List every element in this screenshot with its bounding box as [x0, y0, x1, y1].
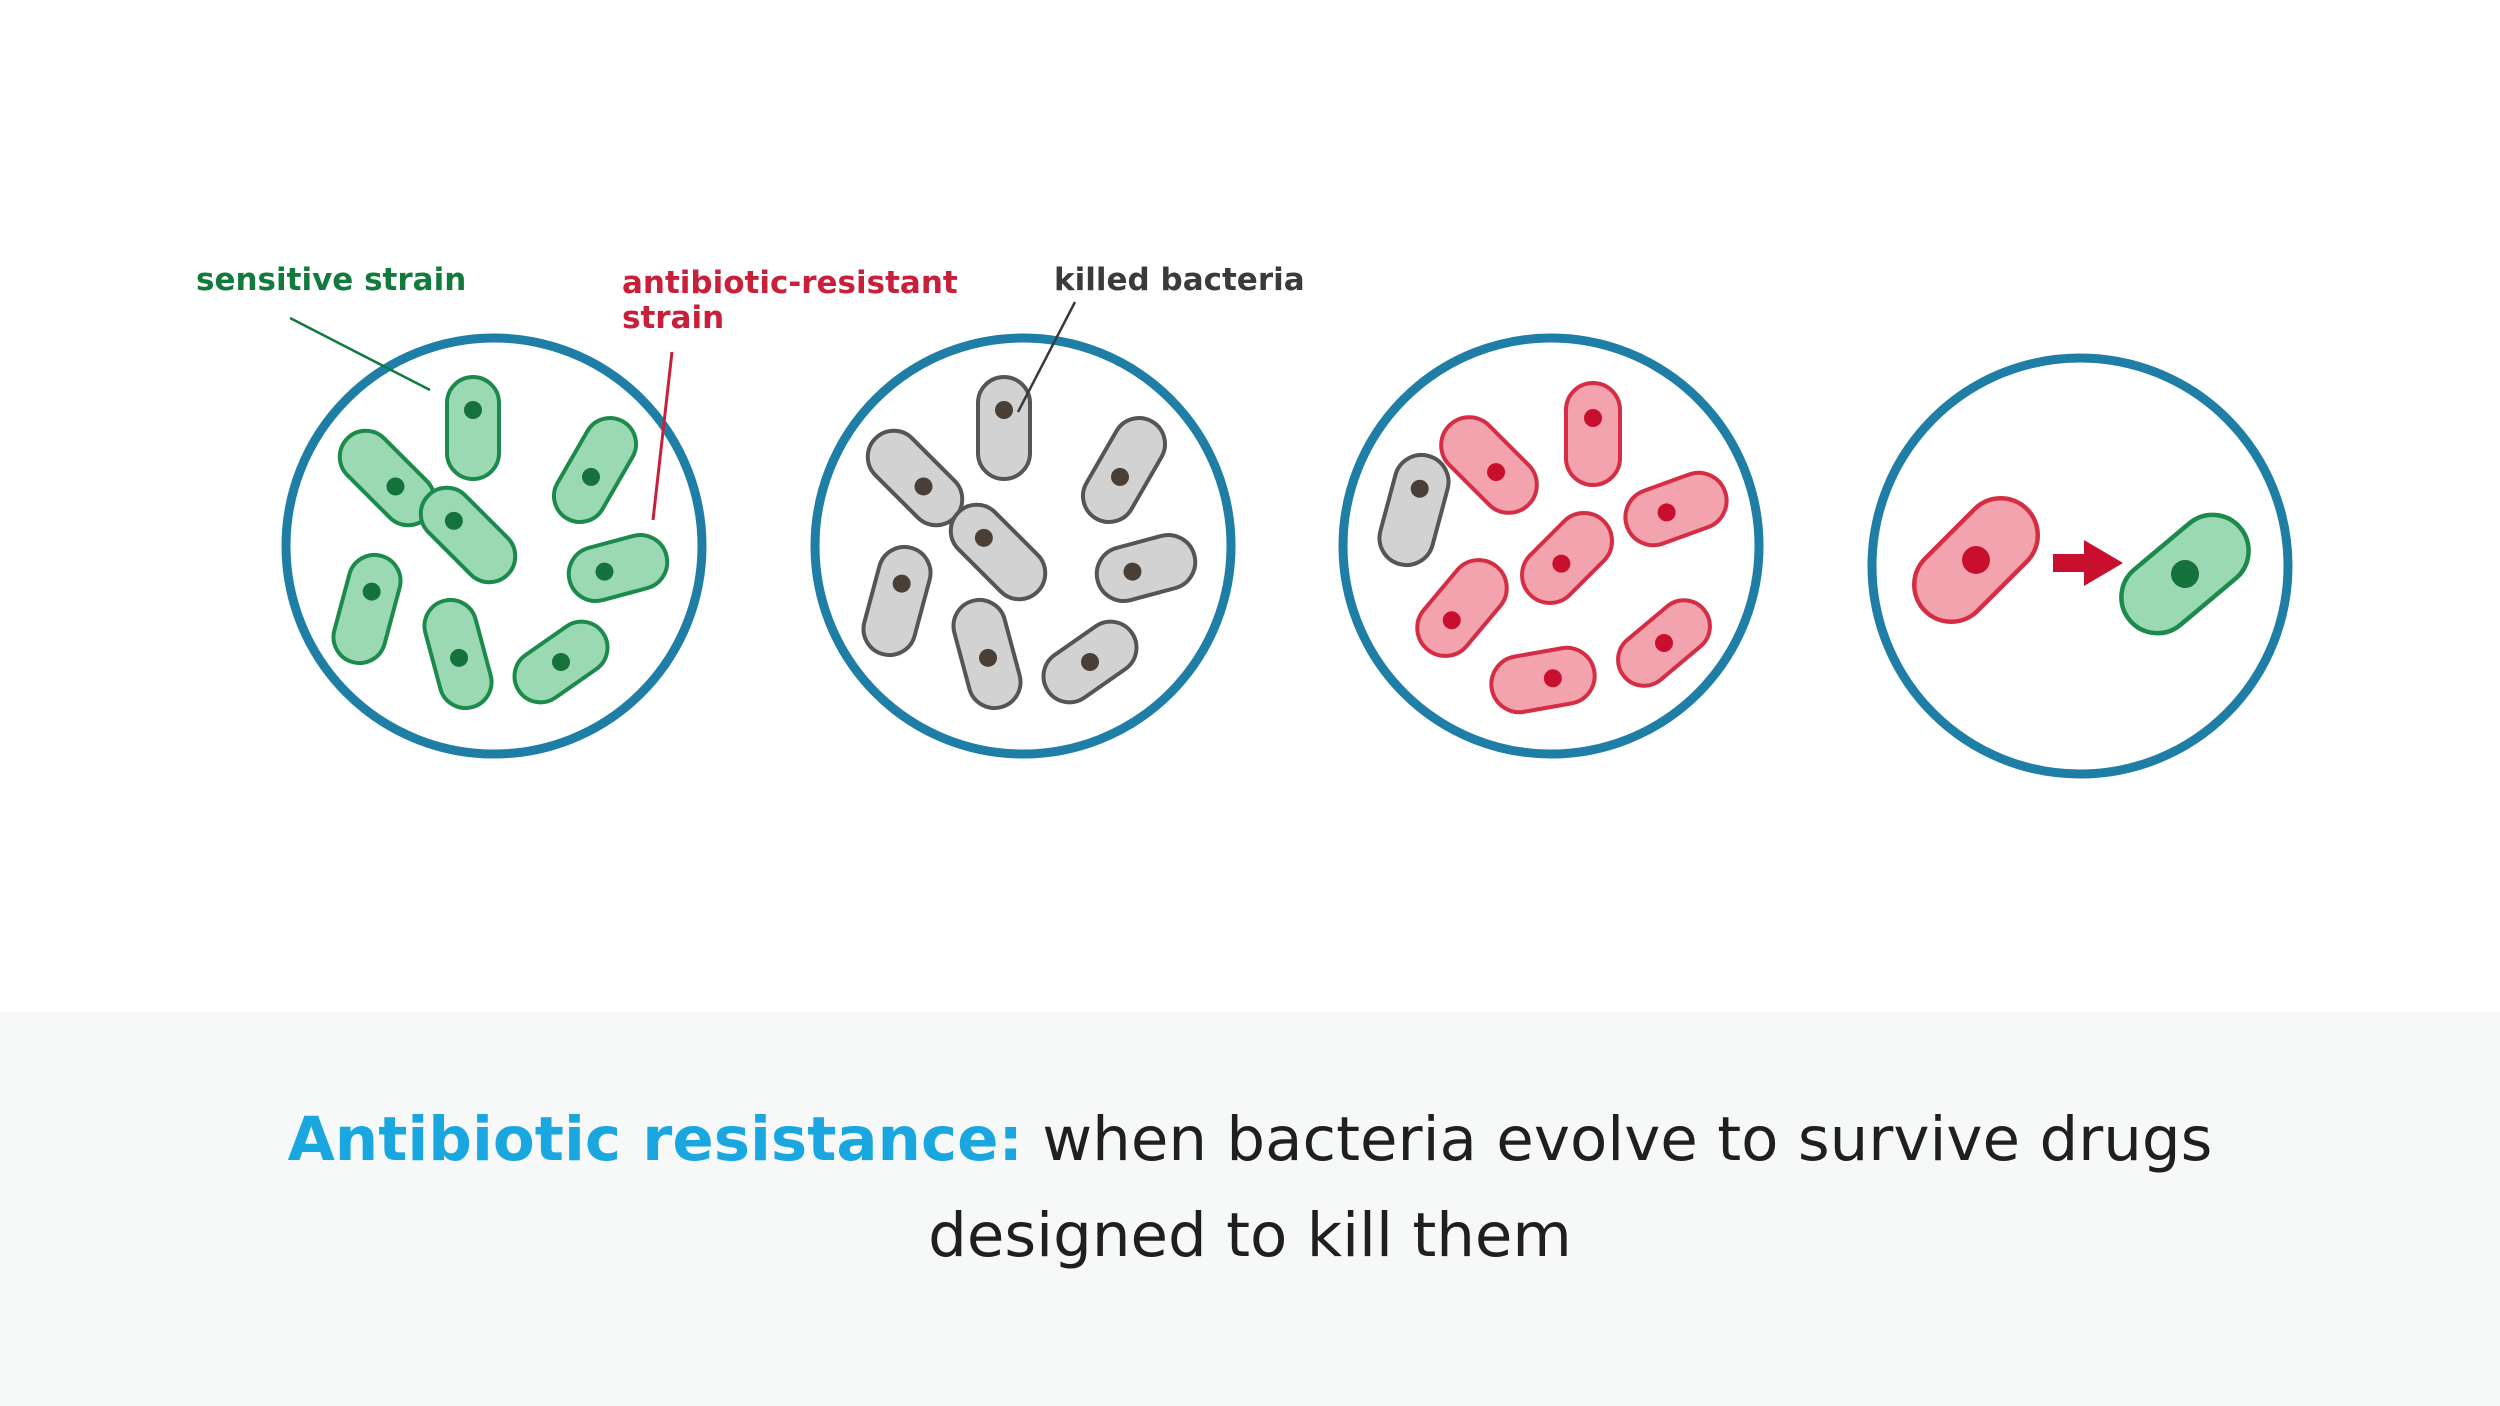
resistant-bacterium-icon	[1520, 511, 1614, 605]
sensitive-strain-label: sensitive strain	[196, 262, 467, 298]
killed-bacterium-icon	[861, 544, 933, 658]
killed-bacterium-icon	[976, 375, 1032, 481]
killed-bacterium-icon	[1041, 619, 1139, 705]
antibiotic-resistance-diagram	[281, 301, 2293, 779]
caption-line2: designed to kill them	[928, 1200, 1572, 1271]
killed-bacterium-icon	[1377, 452, 1451, 568]
panel-resistant-growth	[1338, 333, 1764, 759]
resistant-bacterium-icon	[1564, 381, 1622, 487]
caption-line1: when bacteria evolve to survive drugs	[1022, 1104, 2213, 1175]
caption-band	[0, 1012, 2500, 1406]
resistant-bacterium-icon	[1623, 470, 1729, 548]
resistant-bacterium-icon	[1912, 496, 2040, 624]
sensitive-bacterium-icon	[445, 375, 501, 481]
resistant-strain-label-line1: antibiotic-resistant	[622, 265, 958, 301]
sensitive-bacterium-icon	[512, 619, 610, 705]
panel-after-antibiotic	[810, 333, 1236, 759]
killed-bacterium-icon	[1081, 416, 1167, 524]
resistant-strain-label-line2: strain	[622, 300, 725, 336]
resistant-bacterium-icon	[1489, 645, 1597, 715]
panel-mixed-population	[281, 333, 707, 759]
killed-leader-line	[1016, 301, 1077, 413]
killed-bacteria-label: killed bacteria	[1054, 262, 1305, 298]
caption: Antibiotic resistance: when bacteria evo…	[150, 1092, 2350, 1284]
sensitive-bacterium-icon	[418, 485, 518, 585]
sensitive-bacterium-icon	[566, 533, 670, 603]
transfer-arrow-icon	[2053, 540, 2123, 586]
sensitive-bacterium-icon	[2119, 512, 2251, 636]
resistant-bacterium-icon	[1616, 598, 1712, 688]
caption-term: Antibiotic resistance:	[287, 1104, 1023, 1175]
resistant-bacterium-icon	[1415, 558, 1509, 658]
resistant-bacterium-icon	[1439, 415, 1539, 515]
resistant-leader-line	[651, 351, 674, 521]
sensitive-bacterium-icon	[552, 416, 638, 524]
sensitive-leader-line	[289, 316, 431, 392]
killed-bacterium-icon	[1094, 533, 1198, 603]
sensitive-bacterium-icon	[331, 552, 403, 666]
